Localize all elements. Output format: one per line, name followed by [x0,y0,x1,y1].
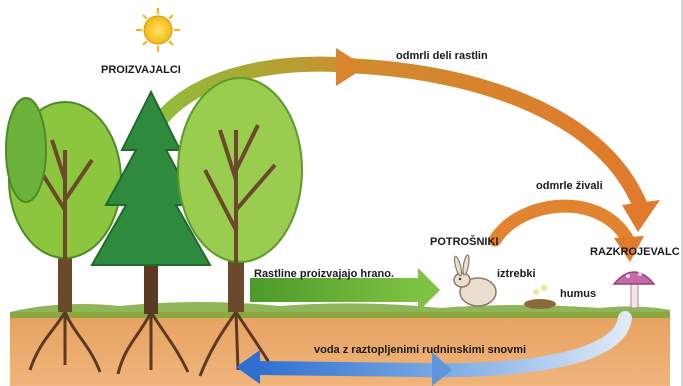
decomposers-label: RAZKROJEVALC [590,246,680,259]
humus-label: humus [560,288,596,301]
consumers-label: POTROŠNIKI [430,236,498,249]
mushroom-icon [614,272,654,308]
mineral-water-label: voda z raztopljenimi rudninskimi snovmi [314,344,526,357]
sun-icon [136,8,180,52]
rabbit-icon [453,255,496,306]
dead-plant-parts-label: odmrli deli rastlin [396,50,488,63]
humus-icon [524,285,556,309]
dead-animals-label: odmrle živali [536,180,603,193]
grass-line [10,302,670,318]
producers-label: PROIZVAJALCI [101,64,181,77]
tree-left-icon [6,98,121,312]
excrement-label: iztrebki [497,268,536,281]
plants-produce-food-label: Rastline proizvajajo hrano. [254,268,394,281]
